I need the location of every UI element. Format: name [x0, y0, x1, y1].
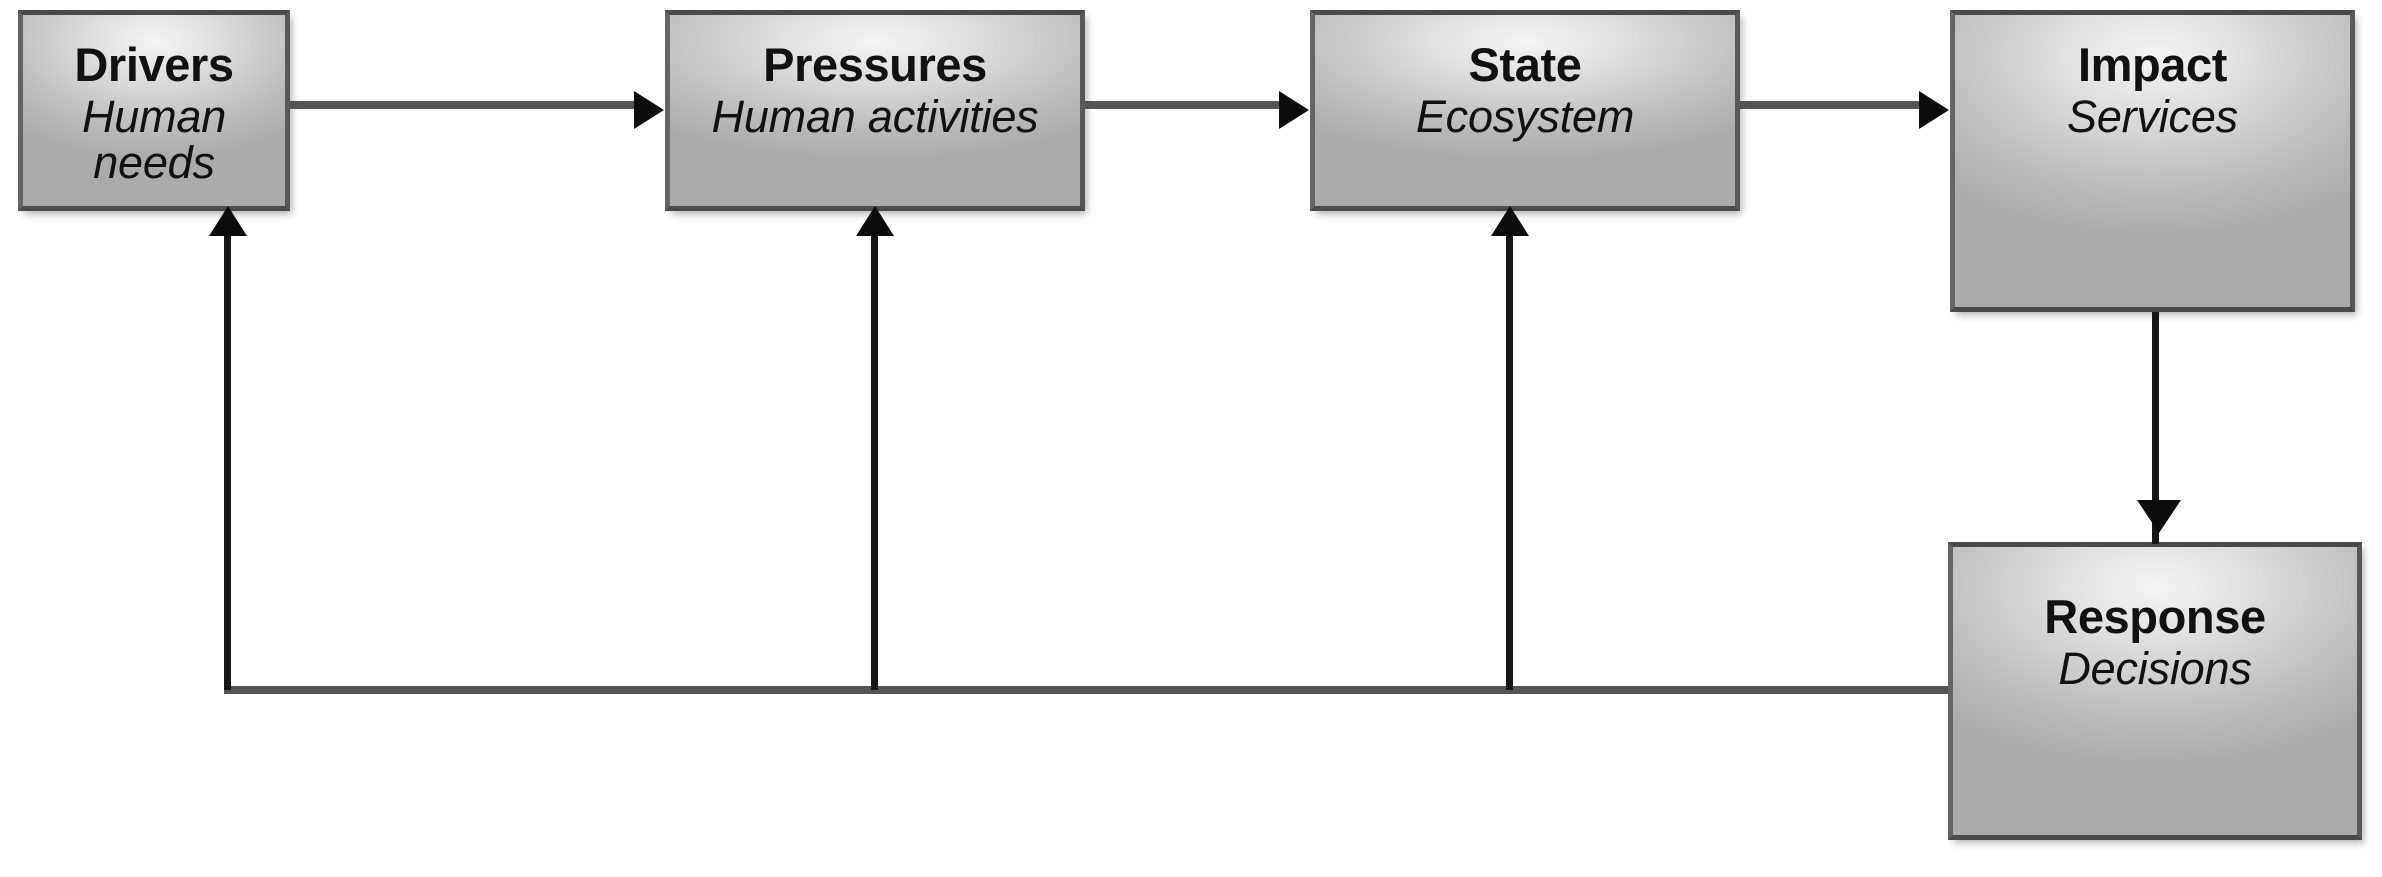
- arrow-right-icon: [1279, 91, 1309, 129]
- node-state[interactable]: State Ecosystem: [1310, 10, 1740, 211]
- connector-line: [1740, 101, 1919, 109]
- node-pressures-subtitle: Human activities: [711, 90, 1039, 142]
- feedback-stem-drivers: [224, 215, 231, 690]
- arrow-up-icon-pressures: [856, 206, 894, 236]
- connector-line: [1085, 101, 1279, 109]
- feedback-stem-pressures: [871, 215, 878, 690]
- node-state-subtitle: Ecosystem: [1415, 90, 1635, 142]
- node-impact-title: Impact: [2077, 38, 2228, 91]
- node-drivers-title: Drivers: [74, 38, 234, 91]
- node-pressures-title: Pressures: [763, 38, 987, 91]
- node-drivers-subtitle: Human needs: [81, 90, 227, 188]
- node-impact[interactable]: Impact Services: [1950, 10, 2355, 312]
- feedback-bus-line: [224, 686, 1948, 694]
- arrow-up-icon-state: [1491, 206, 1529, 236]
- node-response[interactable]: Response Decisions: [1948, 542, 2362, 840]
- connector-line: [290, 101, 638, 109]
- connector-line: [2152, 312, 2159, 544]
- node-response-subtitle: Decisions: [2058, 642, 2252, 694]
- node-impact-subtitle: Services: [2067, 90, 2238, 142]
- feedback-stem-state: [1506, 215, 1513, 690]
- node-pressures[interactable]: Pressures Human activities: [665, 10, 1085, 211]
- node-drivers[interactable]: Drivers Human needs: [18, 10, 290, 211]
- arrow-up-icon-drivers: [209, 206, 247, 236]
- node-state-title: State: [1468, 38, 1582, 91]
- arrow-right-icon: [1919, 91, 1949, 129]
- node-response-title: Response: [2044, 590, 2266, 643]
- arrow-down-icon: [2137, 500, 2181, 533]
- arrow-right-icon: [634, 91, 664, 129]
